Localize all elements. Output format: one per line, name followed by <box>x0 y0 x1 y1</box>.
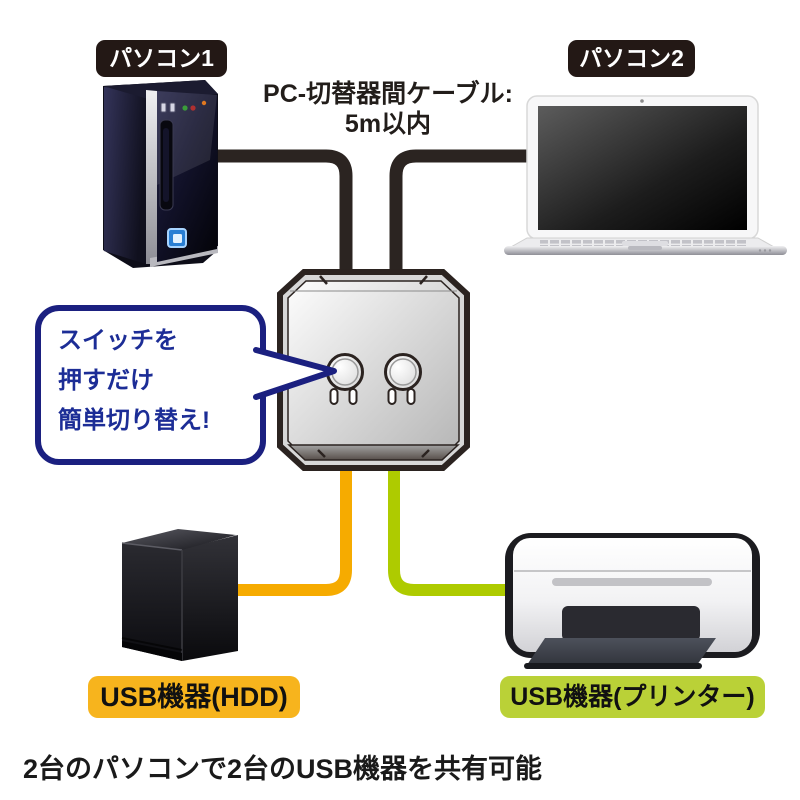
cable-note-line2: 5m以内 <box>344 110 432 138</box>
hdd-device-label: USB機器(HDD) <box>88 676 300 718</box>
usb-switch-illustration <box>277 269 470 471</box>
cable-pc2-to-switch <box>389 149 545 276</box>
switch-button-1 <box>326 353 364 405</box>
switch-button-2 <box>384 353 422 405</box>
cable-length-note: PC-切替器間ケーブル: 5m以内 <box>247 79 529 139</box>
speech-bubble <box>35 305 337 465</box>
cable-pc1-to-switch <box>210 149 353 276</box>
pc1-label-tag: パソコン1 <box>96 40 227 77</box>
cable-note-line1: PC-切替器間ケーブル: <box>263 80 513 108</box>
printer-illustration <box>505 533 760 669</box>
desktop-pc-illustration <box>103 80 218 268</box>
bubble-line3: 簡単切り替え! <box>58 407 210 434</box>
cable-switch-to-hdd <box>228 462 352 596</box>
bubble-line2: 押すだけ <box>58 367 154 394</box>
bottom-caption: 2台のパソコンで2台のUSB機器を共有可能 <box>23 754 543 784</box>
printer-device-label: USB機器(プリンター) <box>500 676 765 718</box>
speech-bubble-text: スイッチを 押すだけ 簡単切り替え! <box>58 321 258 441</box>
cable-switch-to-printer <box>388 462 514 596</box>
bubble-line1: スイッチを <box>58 327 178 354</box>
laptop-illustration <box>504 95 787 255</box>
hdd-illustration <box>121 529 238 661</box>
pc2-label-tag: パソコン2 <box>568 40 695 77</box>
